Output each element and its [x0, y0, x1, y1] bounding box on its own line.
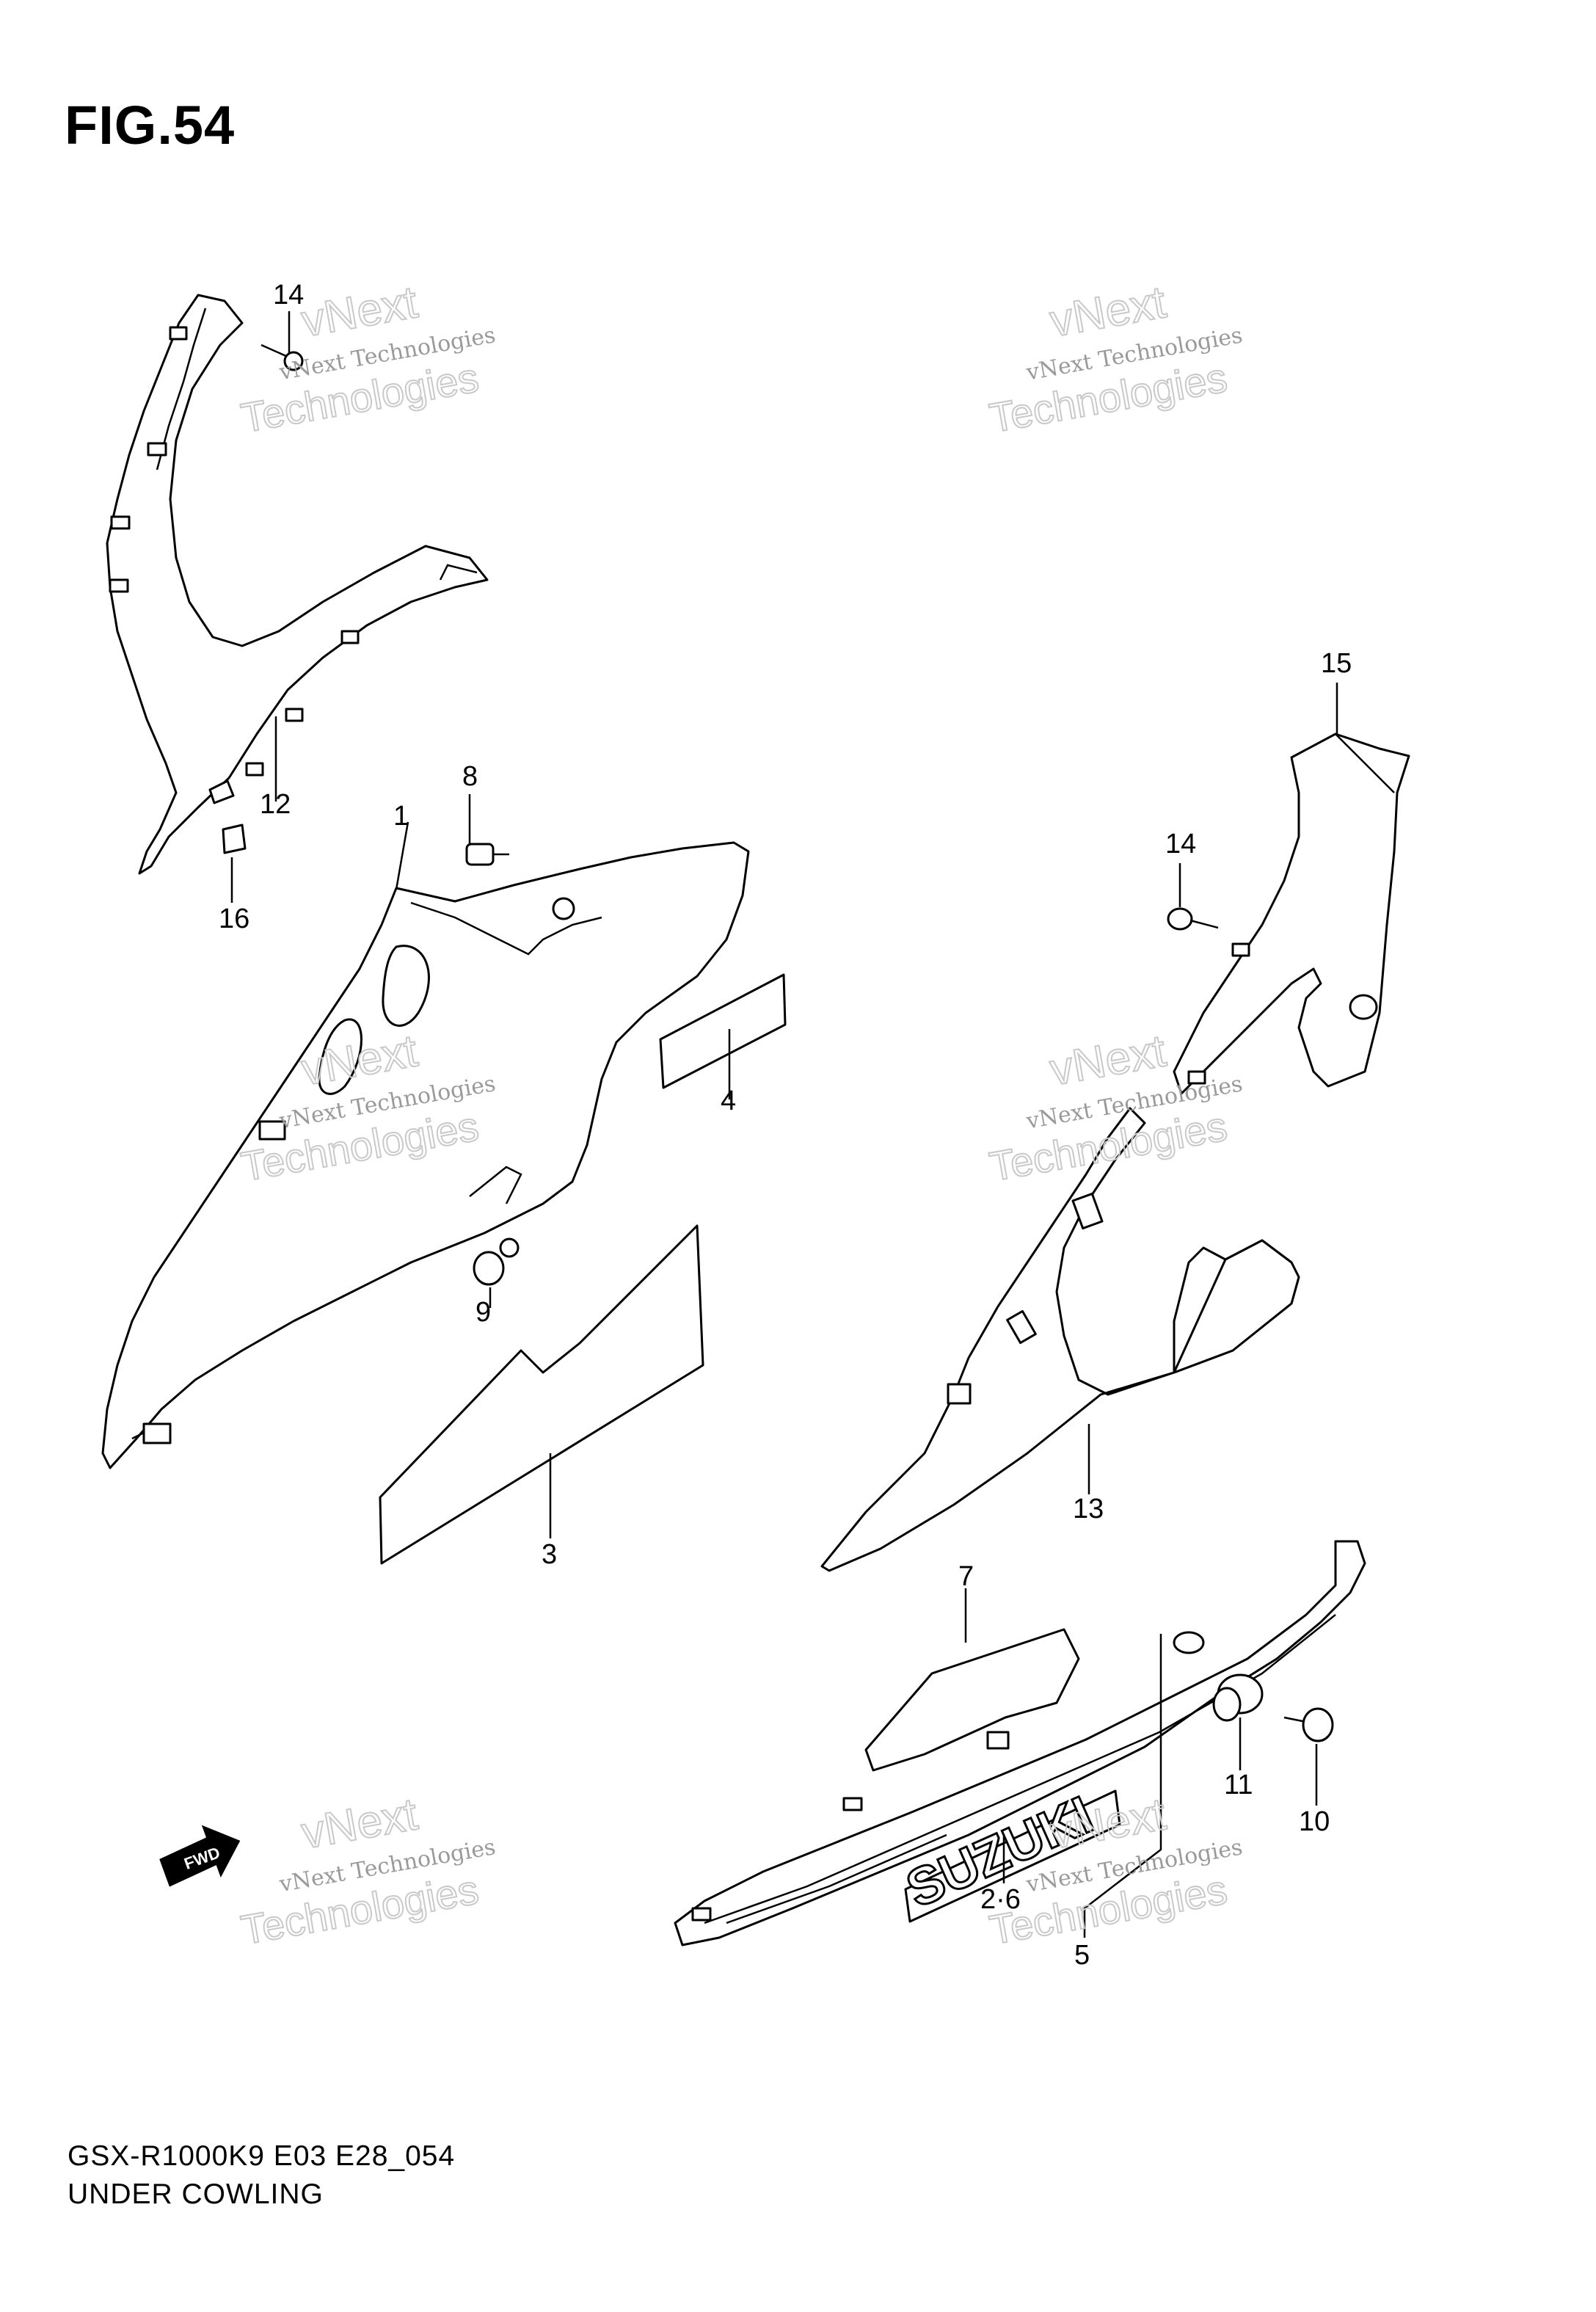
part-14-screw-top [260, 343, 304, 371]
watermark-mid-right: vNext vNext Technologies Technologies [985, 1025, 1245, 1190]
figure-title: FIG.54 [65, 95, 236, 156]
callout-14-top: 14 [273, 280, 304, 310]
callout-3: 3 [542, 1539, 557, 1570]
watermark-top-right: vNext vNext Technologies Technologies [985, 276, 1245, 442]
callout-9: 9 [475, 1297, 491, 1328]
callout-labels: 14 12 16 8 1 4 9 3 15 14 13 7 11 10 2·6 … [219, 280, 1352, 1971]
callout-5: 5 [1074, 1940, 1090, 1971]
callout-15: 15 [1321, 648, 1352, 679]
watermark-top-left: vNext vNext Technologies Technologies [237, 276, 498, 442]
part-11-collar [1212, 1673, 1264, 1722]
callout-2-6: 2·6 [980, 1884, 1021, 1915]
fwd-arrow-icon: FWD [159, 1825, 241, 1887]
callout-7: 7 [958, 1561, 974, 1592]
svg-text:vNext: vNext [298, 1789, 421, 1858]
part-14-screw-right [1167, 907, 1219, 931]
callout-12: 12 [260, 789, 291, 820]
part-3-pad [379, 1224, 704, 1565]
part-16-clip [222, 824, 247, 854]
footer-section-name: UNDER COWLING [68, 2178, 324, 2210]
part-15-inner-panel-right [1173, 733, 1410, 1095]
part-5-side-strip [674, 1540, 1366, 1946]
callout-4: 4 [721, 1086, 736, 1116]
part-7-pad [864, 1628, 1080, 1772]
svg-text:vNext: vNext [1046, 277, 1170, 346]
part-1-under-cowling-left [101, 841, 750, 1469]
part-8-bolt [465, 843, 509, 866]
callout-16: 16 [219, 904, 249, 934]
part-10-bolt [1283, 1707, 1334, 1742]
leader-lines [230, 311, 1338, 1938]
svg-text:vNext: vNext [298, 277, 421, 346]
footer-model-code: GSX-R1000K9 E03 E28_054 [68, 2140, 456, 2172]
part-13-lower-panel-right [820, 1107, 1300, 1572]
part-12-inner-panel [106, 294, 489, 875]
callout-8: 8 [462, 761, 478, 792]
watermark-bottom-left: vNext vNext Technologies Technologies [237, 1788, 498, 1954]
callout-11: 11 [1224, 1770, 1253, 1800]
callout-10: 10 [1299, 1806, 1330, 1837]
svg-text:vNext: vNext [1046, 1025, 1170, 1095]
part-4-pad [659, 973, 787, 1089]
callout-1: 1 [393, 801, 409, 832]
watermark-bottom-right: vNext vNext Technologies Technologies [985, 1788, 1245, 1954]
part-9-grommet [473, 1251, 505, 1286]
callout-14-right: 14 [1165, 829, 1196, 859]
callout-13: 13 [1073, 1494, 1104, 1524]
